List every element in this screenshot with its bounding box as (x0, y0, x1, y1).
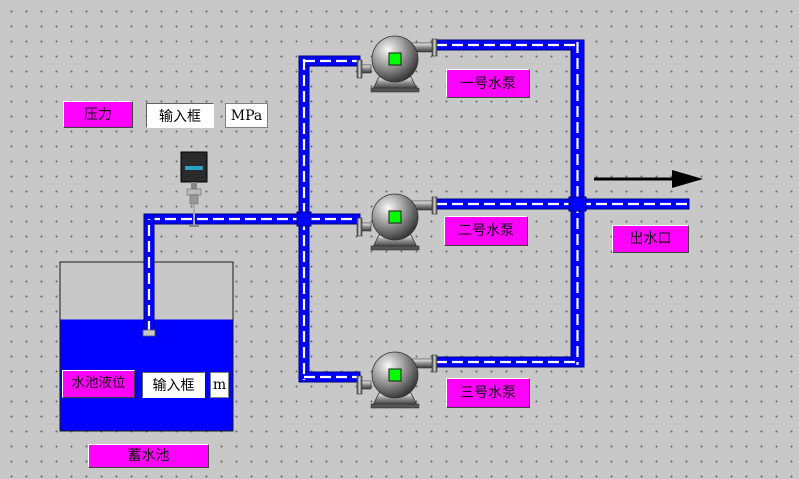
tank-name-label: 蓄水池 (88, 444, 209, 468)
pressure-transmitter-icon (180, 151, 208, 227)
tank-level-input[interactable]: 输入框 (142, 372, 205, 398)
pressure-input[interactable]: 输入框 (146, 103, 214, 128)
pump-3-icon[interactable] (356, 351, 438, 409)
pump-1-icon[interactable] (356, 35, 438, 93)
tank-level-unit: m (210, 372, 229, 398)
pump-2-icon[interactable] (356, 193, 438, 251)
pressure-unit: MPa (225, 103, 268, 128)
pump-1-label: 一号水泵 (446, 69, 530, 98)
pressure-label: 压力 (63, 101, 133, 128)
outlet-label: 出水口 (612, 225, 689, 253)
pipe-network (143, 39, 690, 383)
pump-2-label: 二号水泵 (444, 216, 528, 246)
storage-tank (59, 213, 234, 432)
arrow-right-icon (594, 170, 703, 188)
tank-level-label: 水池液位 (62, 370, 135, 398)
pump-3-label: 三号水泵 (446, 378, 530, 408)
